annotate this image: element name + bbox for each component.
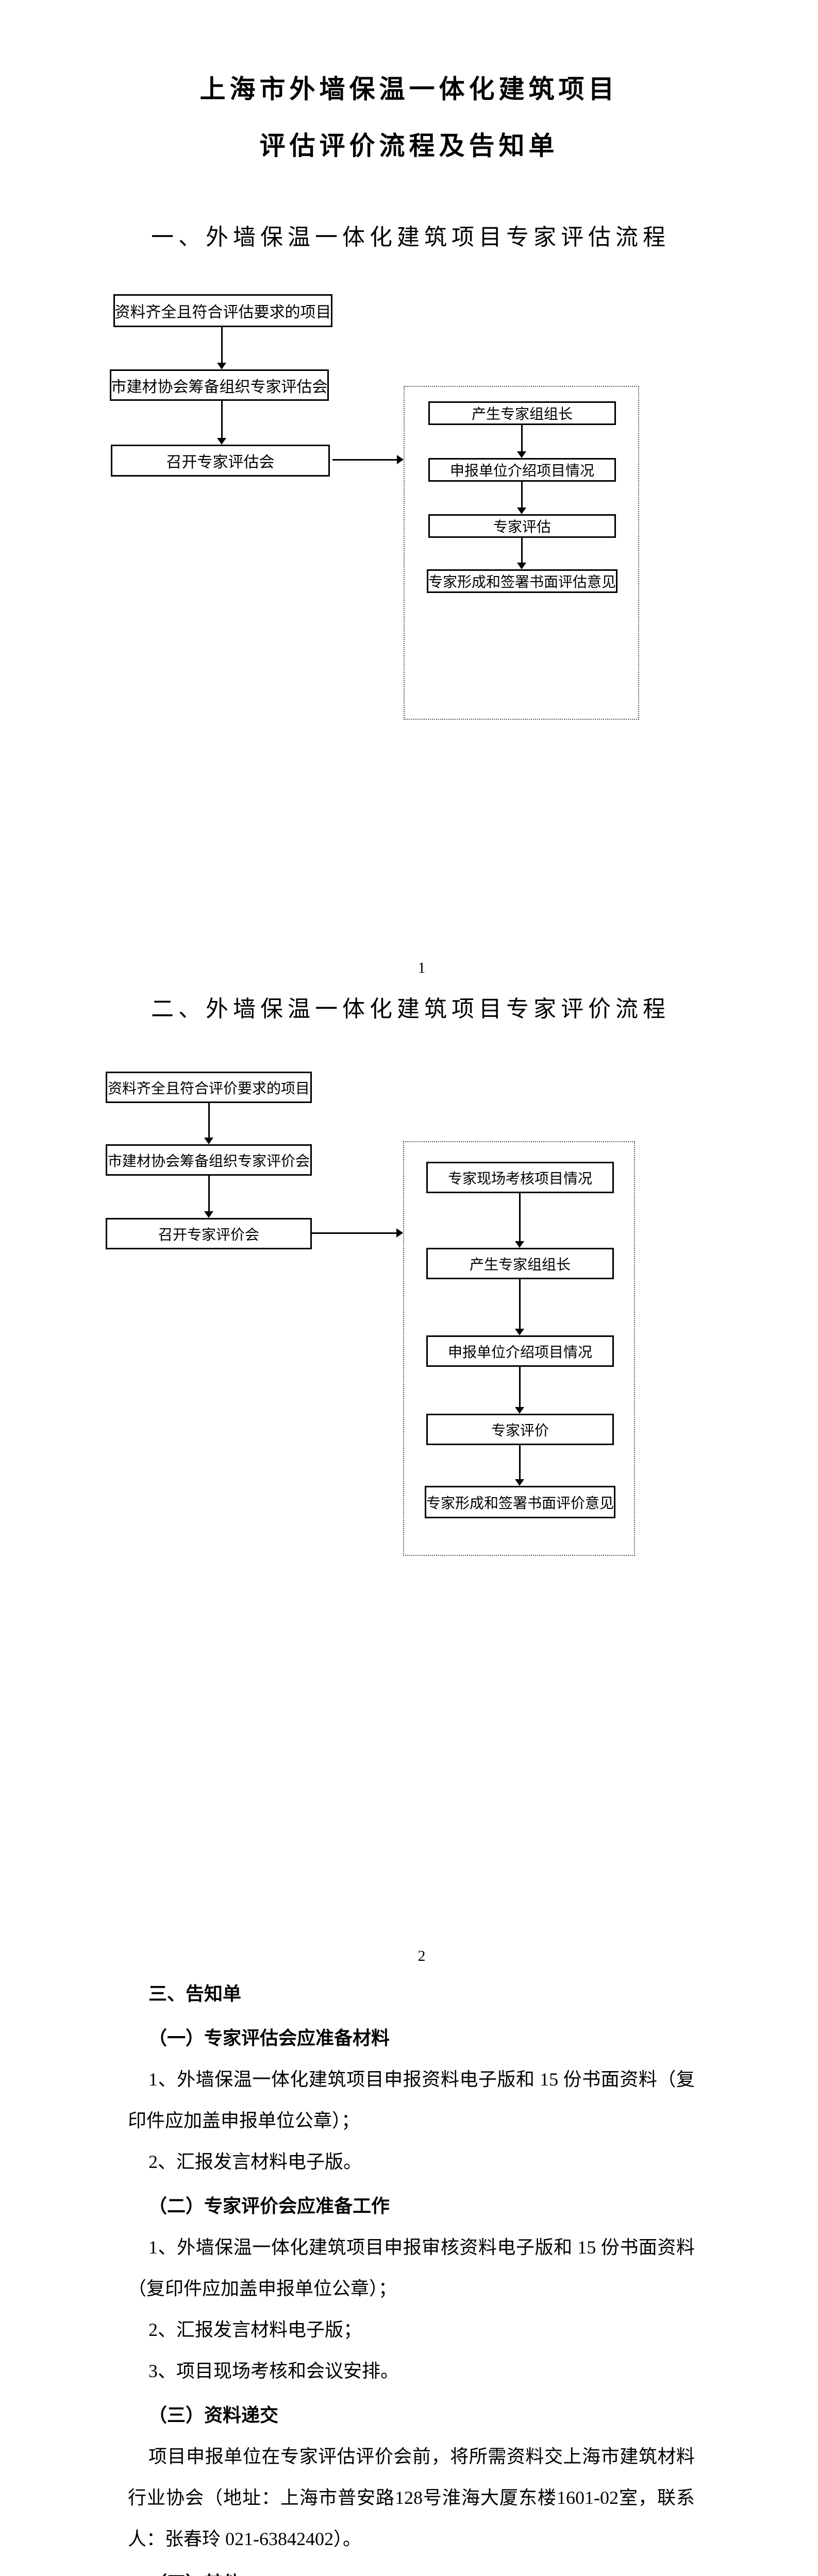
down-arrow-connector (204, 1176, 213, 1218)
notice-item: 项目申报单位在专家评估评价会前，将所需资料交上海市建筑材料行业协会（地址：上海市… (128, 2446, 695, 2549)
down-arrow-connector (517, 538, 526, 569)
down-arrow-connector (515, 1445, 524, 1486)
page-number-2: 2 (418, 1947, 426, 1964)
document-title: 上海市外墙保温一体化建筑项目 评估评价流程及告知单 (0, 61, 818, 174)
evaluation-expert-group-frame: 专家现场考核项目情况 产生专家组组长 申报单位介绍项目情况 专家评价 专家形成和… (403, 1141, 635, 1556)
down-arrow-connector (515, 1193, 524, 1248)
page-number-1: 1 (418, 959, 426, 976)
assessment-flow-heading: 一、外墙保温一体化建筑项目专家评估流程 (151, 225, 670, 250)
notice-item: 1、外墙保温一体化建筑项目申报审核资料电子版和 15 份书面资料（复印件应加盖申… (128, 2237, 695, 2299)
flow-step-box: 专家现场考核项目情况 (426, 1162, 614, 1193)
flow-step-box: 召开专家评估会 (111, 445, 330, 477)
flow-step-box: 专家形成和签署书面评估意见 (427, 569, 617, 593)
flow-step-box: 召开专家评价会 (106, 1218, 312, 1249)
right-arrow-connector (332, 455, 404, 464)
flow-step-box: 申报单位介绍项目情况 (426, 1335, 614, 1367)
flow-step-box: 产生专家组组长 (428, 401, 616, 425)
flow-step-box: 产生专家组组长 (426, 1248, 614, 1279)
notice-section: 三、告知单 （一）专家评估会应准备材料 1、外墙保温一体化建筑项目申报资料电子版… (128, 1973, 695, 2576)
down-arrow-connector (515, 1279, 524, 1335)
down-arrow-connector (517, 482, 526, 514)
notice-item: 3、项目现场考核和会议安排。 (148, 2361, 399, 2381)
down-arrow-connector (217, 327, 226, 369)
notice-item: 1、外墙保温一体化建筑项目申报资料电子版和 15 份书面资料（复印件应加盖申报单… (128, 2069, 695, 2131)
flow-step-box: 专家评价 (426, 1414, 614, 1445)
down-arrow-connector (515, 1367, 524, 1414)
flow-step-box: 市建材协会筹备组织专家评价会 (106, 1144, 312, 1176)
evaluation-flow-heading: 二、外墙保温一体化建筑项目专家评价流程 (151, 996, 670, 1022)
flow-step-box: 申报单位介绍项目情况 (428, 458, 616, 482)
notice-subheading: （四）其他 (128, 2563, 695, 2576)
notice-item: 2、汇报发言材料电子版。 (148, 2151, 362, 2172)
flow-step-box: 资料齐全且符合评估要求的项目 (113, 294, 332, 327)
right-arrow-connector (312, 1228, 403, 1238)
down-arrow-connector (217, 401, 226, 445)
notice-subheading: （一）专家评估会应准备材料 (148, 2028, 390, 2048)
notice-heading: 三、告知单 (148, 1984, 242, 2004)
notice-subheading: （三）资料递交 (148, 2405, 279, 2426)
notice-item: 2、汇报发言材料电子版； (148, 2319, 362, 2340)
notice-subheading: （二）专家评价会应准备工作 (148, 2196, 390, 2216)
assessment-expert-group-frame: 产生专家组组长 申报单位介绍项目情况 专家评估 专家形成和签署书面评估意见 (404, 386, 639, 720)
flow-step-box: 市建材协会筹备组织专家评估会 (110, 369, 329, 401)
document-title-line1: 上海市外墙保温一体化建筑项目 (199, 75, 619, 104)
flow-step-box: 资料齐全且符合评价要求的项目 (106, 1072, 312, 1103)
flow-step-box: 专家评估 (428, 514, 616, 538)
document-title-line2: 评估评价流程及告知单 (259, 131, 559, 160)
down-arrow-connector (517, 425, 526, 458)
flow-step-box: 专家形成和签署书面评价意见 (425, 1486, 615, 1518)
down-arrow-connector (204, 1103, 213, 1144)
